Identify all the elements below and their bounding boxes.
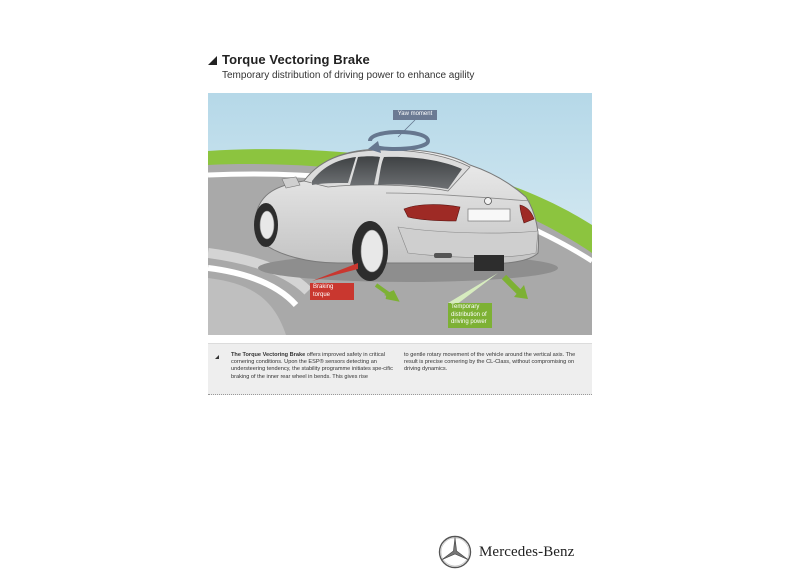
page-subtitle: Temporary distribution of driving power … xyxy=(222,70,475,81)
rear-left-wheel-rim xyxy=(360,229,384,273)
page-title: Torque Vectoring Brake xyxy=(222,52,370,67)
brand-logo: Mercedes-Benz xyxy=(438,535,574,569)
mercedes-star-icon xyxy=(438,535,472,569)
power-pointer xyxy=(448,273,498,305)
yaw-moment-arrow-head xyxy=(368,141,381,153)
caption-lead: The Torque Vectoring Brake xyxy=(231,352,306,358)
braking-pointer xyxy=(312,263,358,281)
car-emblem xyxy=(484,197,492,205)
power-distribution-arrow xyxy=(501,274,523,296)
title-row: Torque Vectoring Brake xyxy=(208,52,608,67)
license-plate xyxy=(467,208,511,222)
torque-vectoring-illustration xyxy=(208,93,592,335)
power-arrow-head xyxy=(514,285,528,299)
power-distribution-label: Temporary distribution of driving power xyxy=(448,303,492,328)
side-window-rear xyxy=(350,156,380,185)
tail-light-left xyxy=(403,204,461,222)
rear-window xyxy=(378,156,462,189)
inner-grass xyxy=(208,278,286,335)
braking-torque-label: Braking torque xyxy=(310,283,354,300)
caption-triangle-icon xyxy=(215,355,219,359)
caption-column-2: to gentle rotary movement of the vehicle… xyxy=(404,352,576,373)
yaw-moment-arrow xyxy=(368,130,431,151)
side-window-front xyxy=(312,157,356,185)
car-illustration-svg xyxy=(208,93,592,335)
tail-light-right xyxy=(519,204,535,224)
road-marking-inner xyxy=(208,265,299,308)
yaw-leader-line xyxy=(397,119,416,138)
braking-arrow-body xyxy=(374,283,400,302)
brand-name: Mercedes-Benz xyxy=(479,543,575,560)
rear-right-wheel xyxy=(474,255,504,271)
title-triangle-icon xyxy=(208,55,217,65)
caption-column-1: The Torque Vectoring Brake offers improv… xyxy=(231,352,409,381)
side-mirror xyxy=(281,176,301,189)
yaw-moment-label: Yaw moment xyxy=(393,110,437,120)
header: Torque Vectoring Brake Temporary distrib… xyxy=(208,52,608,81)
caption-box: The Torque Vectoring Brake offers improv… xyxy=(208,343,592,395)
trunk-line xyxy=(385,192,531,202)
front-wheel-rim xyxy=(259,210,275,240)
exhaust xyxy=(434,253,452,258)
caption-body-1: offers improved safety in critical corne… xyxy=(231,352,393,380)
